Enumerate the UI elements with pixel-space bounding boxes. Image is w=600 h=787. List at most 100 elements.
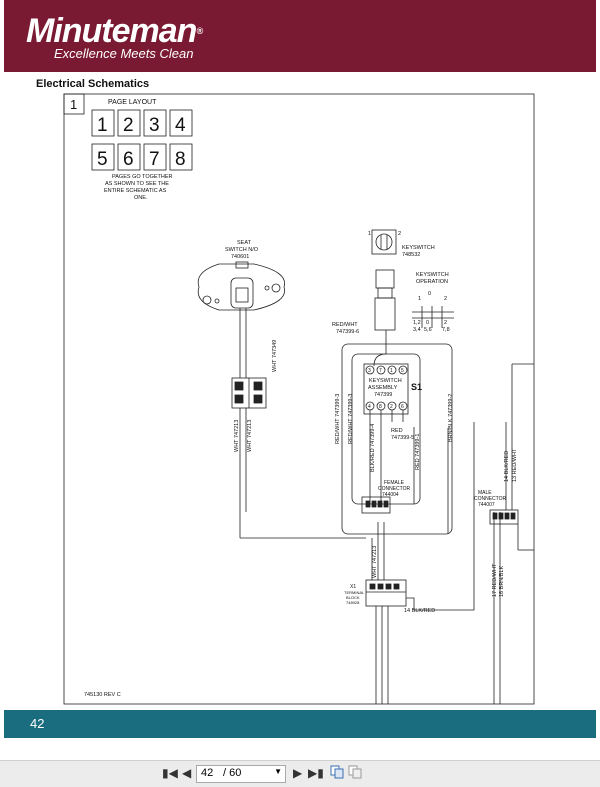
svg-text:747399: 747399 bbox=[374, 392, 392, 398]
logo-registered-mark: ® bbox=[196, 26, 203, 36]
terminal-block-symbol bbox=[365, 579, 407, 607]
svg-text:SEAT: SEAT bbox=[237, 240, 252, 246]
logo-tagline: Excellence Meets Clean bbox=[54, 46, 194, 61]
total-pages: / 60 bbox=[223, 767, 242, 779]
pdf-navigation-toolbar: ▮◀ ◀ 42 / 60 ▼ ▶ ▶▮ bbox=[0, 760, 600, 787]
female-connector-label: FEMALE CONNECTOR 744004 bbox=[378, 480, 411, 498]
svg-text:3: 3 bbox=[368, 368, 371, 374]
svg-text:SWITCH N/O: SWITCH N/O bbox=[225, 247, 259, 253]
male-connector-label: MALE CONNECTOR 744007 bbox=[474, 490, 507, 508]
electrical-schematic: 1 PAGE LAYOUT 1 2 3 4 5 6 7 8 PAGES GO T… bbox=[63, 93, 535, 705]
page-header: Minuteman® Excellence Meets Clean bbox=[4, 0, 596, 72]
keyswitch-assembly-box bbox=[363, 363, 409, 415]
svg-text:747399-6: 747399-6 bbox=[336, 329, 359, 335]
keyswitch-assembly-enclosure bbox=[341, 343, 453, 535]
svg-text:5,6: 5,6 bbox=[424, 327, 432, 333]
svg-text:AS SHOWN TO SEE THE: AS SHOWN TO SEE THE bbox=[105, 181, 169, 187]
wire-blk-red-747399-4: BLK/RED 747399-4 bbox=[370, 424, 376, 472]
wire-wht-747349: WHT 747349 bbox=[272, 340, 278, 372]
svg-text:KEYSWITCH: KEYSWITCH bbox=[416, 272, 449, 278]
sheet-number-box bbox=[63, 93, 85, 115]
last-page-icon[interactable]: ▶▮ bbox=[308, 766, 324, 780]
page-layout-numbers: 1 2 3 4 5 6 7 8 bbox=[97, 115, 186, 170]
svg-text:7,8: 7,8 bbox=[442, 327, 450, 333]
svg-text:ONE.: ONE. bbox=[134, 195, 148, 201]
svg-text:748928: 748928 bbox=[346, 600, 360, 605]
svg-text:ASSEMBLY: ASSEMBLY bbox=[368, 385, 398, 391]
keyswitch-label: KEYSWITCH 748532 bbox=[402, 245, 435, 258]
page-layout-grid bbox=[91, 109, 193, 171]
previous-page-icon[interactable]: ◀ bbox=[182, 766, 192, 780]
schematic-frame bbox=[63, 93, 535, 705]
section-title: Electrical Schematics bbox=[36, 78, 150, 90]
s1-label: S1 bbox=[411, 382, 422, 392]
svg-text:747399-5: 747399-5 bbox=[391, 435, 414, 441]
operation-1: 1 bbox=[418, 296, 421, 302]
inline-connector bbox=[231, 377, 267, 409]
wire-brn-blk-747399-2: BRN/BLK 747399-2 bbox=[448, 394, 454, 442]
wire-red-wht-747399-3: RED/WHT 747399-3 bbox=[335, 394, 341, 444]
minuteman-logo: Minuteman® Excellence Meets Clean bbox=[26, 12, 203, 61]
svg-text:X1: X1 bbox=[350, 584, 356, 590]
next-page-icon[interactable]: ▶ bbox=[293, 766, 303, 780]
pin-numbers: 3 7 1 5 4 8 2 6 bbox=[368, 368, 404, 410]
svg-text:5: 5 bbox=[401, 368, 404, 374]
page-number: 42 bbox=[30, 716, 45, 731]
copy-page-icon[interactable] bbox=[330, 765, 344, 782]
pages-icon[interactable] bbox=[348, 765, 362, 782]
svg-text:2: 2 bbox=[123, 115, 134, 136]
svg-text:2: 2 bbox=[444, 320, 447, 326]
svg-text:BLOCK: BLOCK bbox=[346, 595, 360, 600]
wire-13-red-wht-vertical: 13 RED/WHT bbox=[512, 448, 518, 482]
svg-text:8: 8 bbox=[175, 149, 186, 170]
revision-label: 745130 REV C bbox=[84, 692, 121, 698]
svg-text:KEYSWITCH: KEYSWITCH bbox=[402, 245, 435, 251]
current-page-input[interactable]: 42 bbox=[201, 767, 214, 779]
first-page-icon[interactable]: ▮◀ bbox=[162, 766, 178, 780]
svg-text:FEMALE: FEMALE bbox=[384, 480, 405, 486]
keyswitch-position-2: 2 bbox=[398, 231, 401, 237]
document-page: Minuteman® Excellence Meets Clean Electr… bbox=[4, 0, 596, 760]
logo-text: Minuteman bbox=[26, 12, 197, 50]
svg-text:740601: 740601 bbox=[231, 254, 249, 260]
svg-text:744004: 744004 bbox=[382, 492, 399, 498]
svg-text:CONNECTOR: CONNECTOR bbox=[474, 496, 507, 502]
keyswitch-operation-label: KEYSWITCH OPERATION bbox=[416, 272, 449, 285]
seat-switch-symbol bbox=[197, 261, 286, 311]
svg-text:4: 4 bbox=[368, 404, 371, 410]
wire-red-wht-747399-3b: RED/WHT 747399-3 bbox=[348, 394, 354, 444]
red-747399-5-label: RED 747399-5 bbox=[391, 428, 414, 441]
svg-text:ENTIRE SCHEMATIC AS: ENTIRE SCHEMATIC AS bbox=[104, 188, 167, 194]
svg-text:7: 7 bbox=[379, 368, 382, 374]
keyswitch-assembly-label: KEYSWITCH ASSEMBLY 747399 bbox=[368, 378, 402, 398]
svg-text:744007: 744007 bbox=[478, 502, 495, 508]
svg-text:4: 4 bbox=[175, 115, 186, 136]
svg-text:8: 8 bbox=[379, 404, 382, 410]
keyswitch-position-1: 1 bbox=[368, 231, 371, 237]
wire-17-red-wht: 17 RED/WHT bbox=[492, 563, 498, 597]
page-selector[interactable]: 42 / 60 ▼ bbox=[196, 765, 286, 783]
wire-wht-747213-b: WHT 747213 bbox=[247, 420, 253, 452]
svg-text:KEYSWITCH: KEYSWITCH bbox=[369, 378, 402, 384]
operation-table: 1,2 0 2 3,4 5,6 7,8 bbox=[413, 320, 450, 333]
svg-text:MALE: MALE bbox=[478, 490, 492, 496]
female-connector-symbol bbox=[361, 496, 391, 514]
svg-text:1: 1 bbox=[390, 368, 393, 374]
chevron-down-icon[interactable]: ▼ bbox=[274, 767, 282, 776]
svg-text:PAGES GO TOGETHER: PAGES GO TOGETHER bbox=[112, 174, 173, 180]
svg-text:OPERATION: OPERATION bbox=[416, 279, 448, 285]
svg-text:RED/WHT: RED/WHT bbox=[332, 322, 358, 328]
operation-2: 2 bbox=[444, 296, 447, 302]
svg-text:CONNECTOR: CONNECTOR bbox=[378, 486, 411, 492]
svg-text:RED: RED bbox=[391, 428, 403, 434]
svg-text:748532: 748532 bbox=[402, 252, 420, 258]
svg-text:3,4: 3,4 bbox=[413, 327, 421, 333]
svg-text:0: 0 bbox=[426, 320, 429, 326]
male-connector-symbol bbox=[489, 509, 519, 525]
svg-text:2: 2 bbox=[390, 404, 393, 410]
wire-red-747399-1: RED 747399-1 bbox=[415, 434, 421, 470]
wire-16-brn-blk: 16 BRN/BLK bbox=[499, 565, 505, 597]
keyswitch-symbol bbox=[371, 229, 397, 331]
svg-text:6: 6 bbox=[401, 404, 404, 410]
operation-0: 0 bbox=[428, 291, 431, 297]
